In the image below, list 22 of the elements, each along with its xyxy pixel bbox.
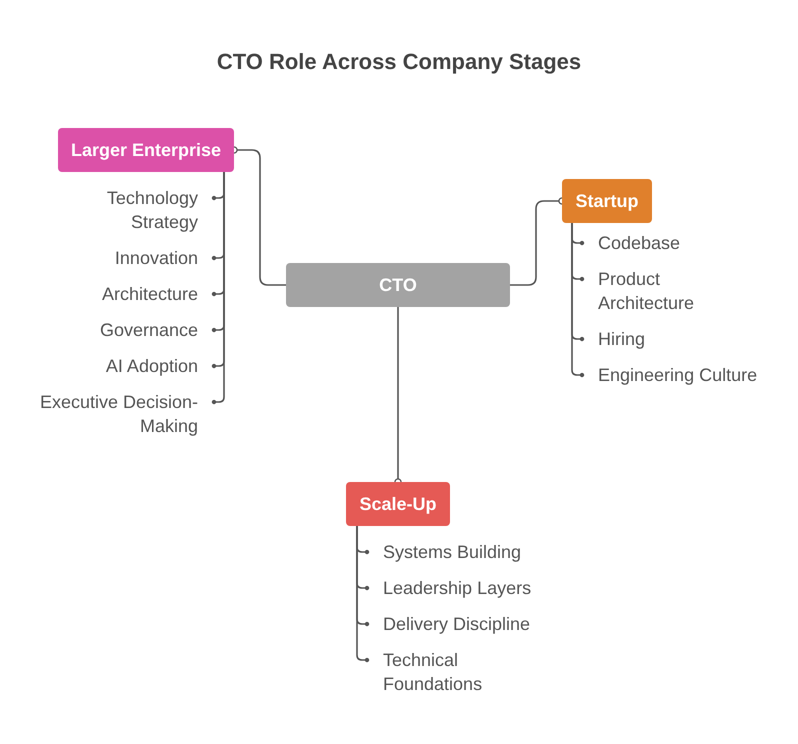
item-label: Product Architecture: [582, 267, 722, 315]
item-label: AI Adoption: [14, 354, 214, 378]
item-label: Executive Decision-Making: [18, 390, 214, 438]
connector: [212, 172, 225, 404]
item-label: Delivery Discipline: [367, 612, 587, 636]
item-label: Leadership Layers: [367, 576, 587, 600]
item-label: Innovation: [14, 246, 214, 270]
diagram-title: CTO Role Across Company Stages: [216, 48, 582, 76]
connector: [356, 526, 370, 662]
item-label: Engineering Culture: [582, 363, 792, 387]
item-label: Codebase: [582, 231, 792, 255]
stage-box: Scale-Up: [346, 482, 450, 526]
item-label: Hiring: [582, 327, 792, 351]
item-label: Technical Foundations: [367, 648, 497, 696]
stage-box: Startup: [562, 179, 652, 223]
item-label: Systems Building: [367, 540, 587, 564]
stage-box: CTO: [286, 263, 510, 307]
connector: [571, 223, 584, 378]
item-label: Architecture: [14, 282, 214, 306]
item-label: Technology Strategy: [94, 186, 214, 234]
item-label: Governance: [14, 318, 214, 342]
stage-box: Larger Enterprise: [58, 128, 234, 172]
